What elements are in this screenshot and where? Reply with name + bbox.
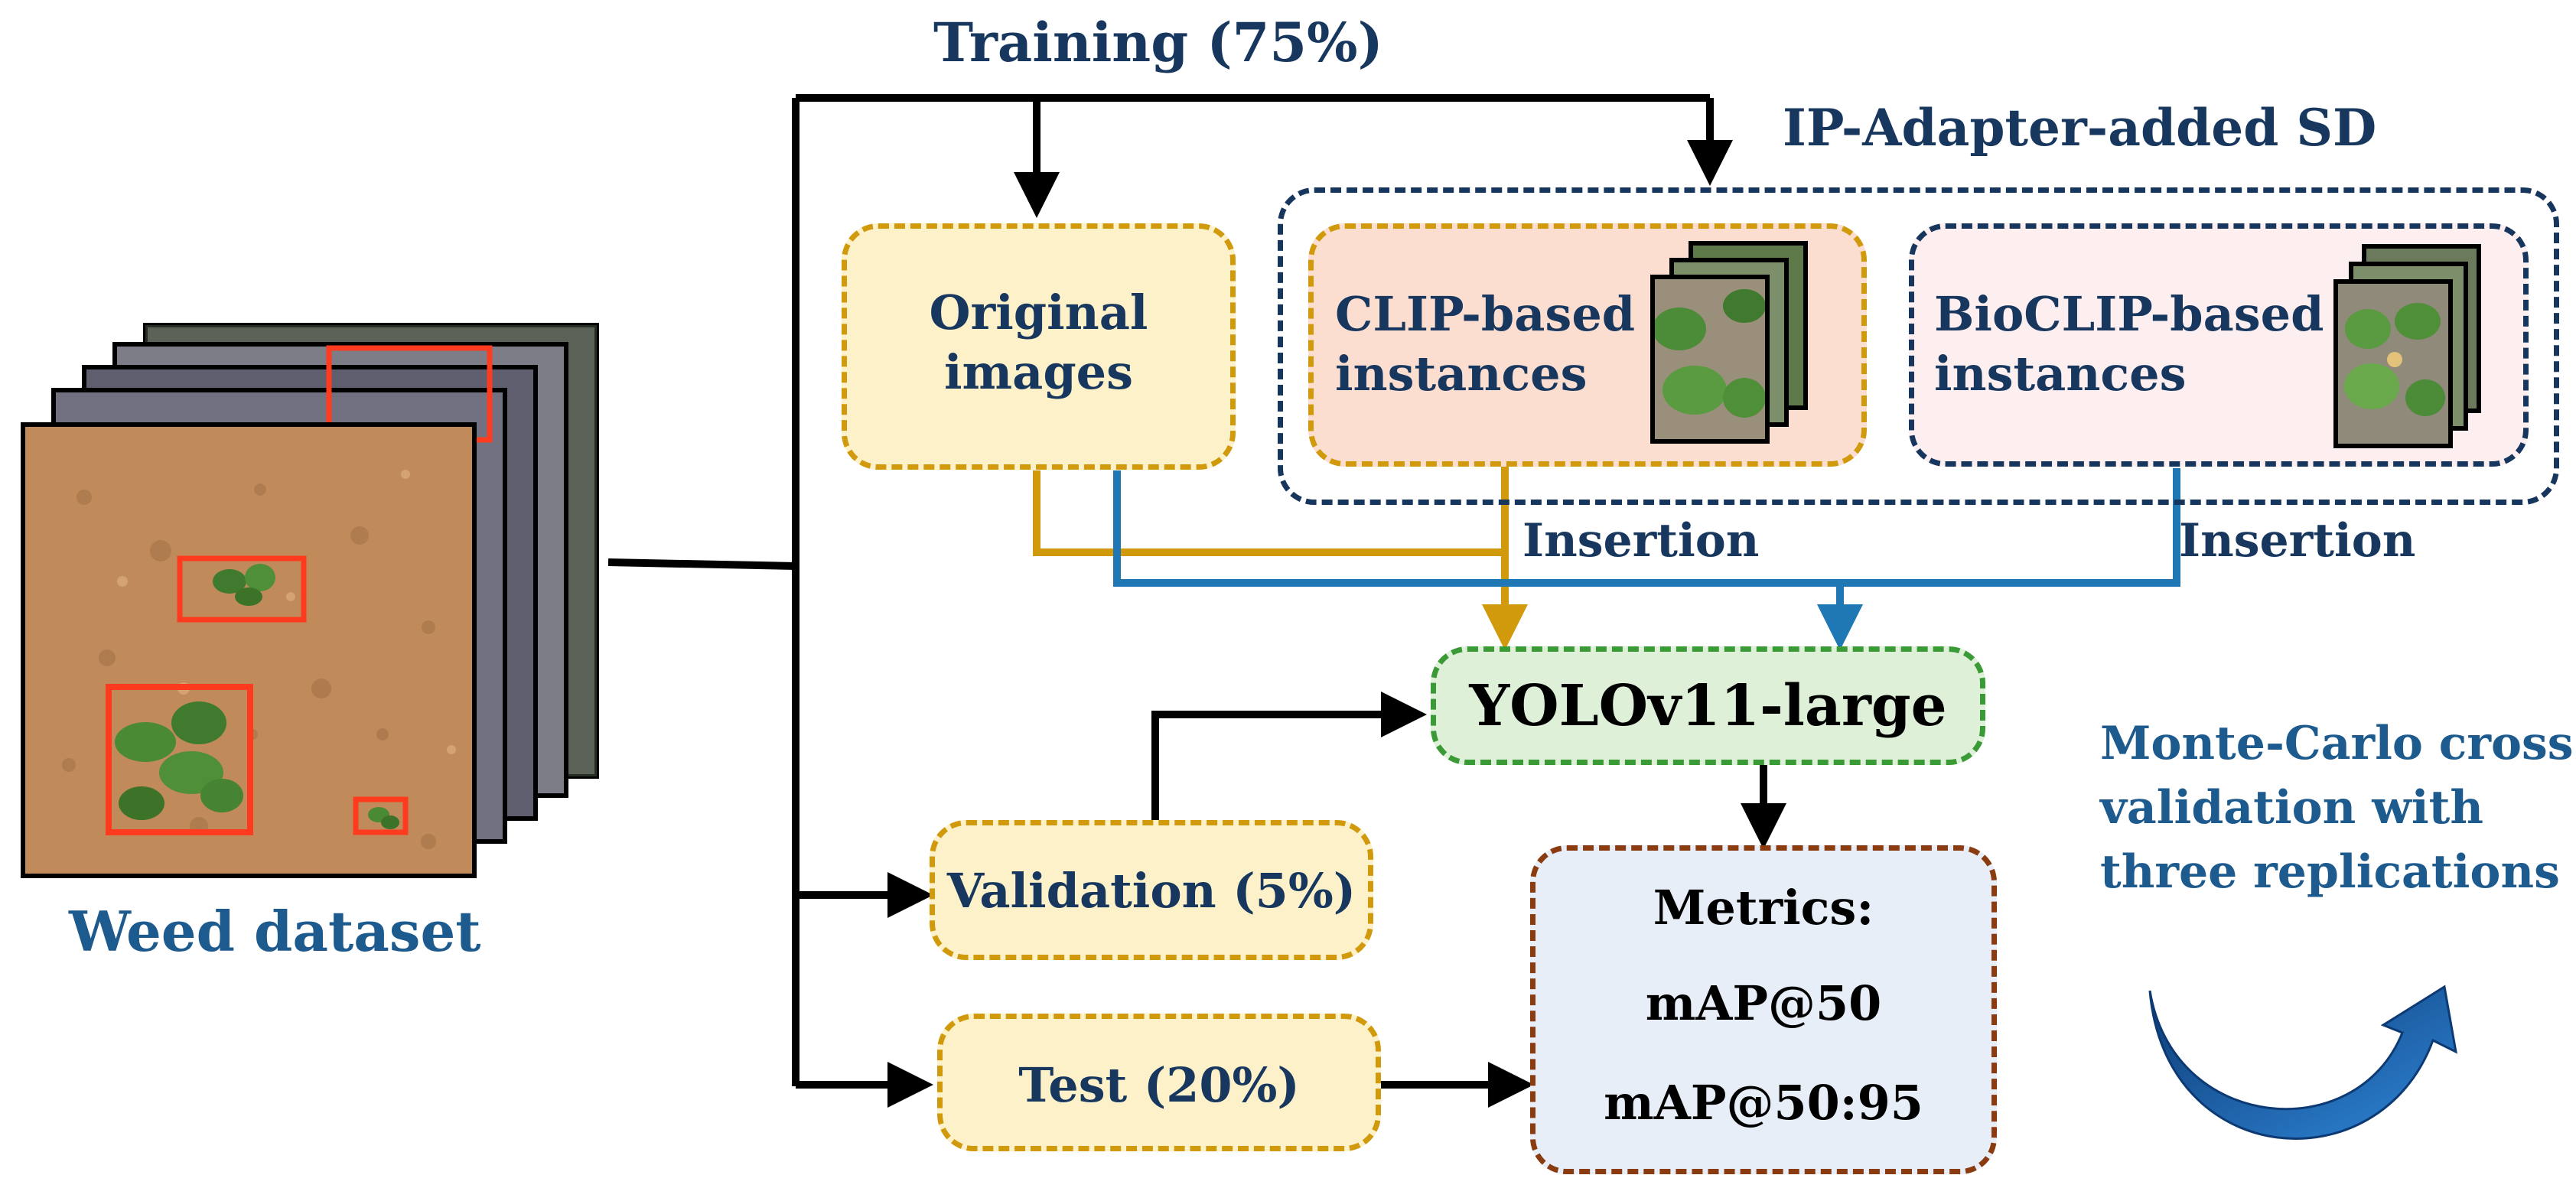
metric-map50: mAP@50 [1645, 975, 1882, 1031]
original-images-label: Original images [929, 285, 1148, 400]
weed-plant [213, 564, 275, 606]
insertion-label-clip: Insertion [1522, 514, 1760, 568]
insertion-gold-lines [1033, 467, 1528, 650]
metric-map50-95: mAP@50:95 [1604, 1075, 1923, 1131]
bioclip-instances-label: BioCLIP-based instances [1934, 286, 2324, 402]
test-box [937, 1014, 1381, 1151]
weed-dataset-image-stack [21, 323, 599, 878]
training-label: Training (75%) [933, 11, 1383, 74]
monte-carlo-cycle-arrow [2148, 985, 2457, 1140]
insertion-blue-lines [1113, 468, 2180, 650]
test-label: Test (20%) [1018, 1057, 1300, 1113]
yolo-label: YOLOv11-large [1469, 673, 1947, 739]
validation-label: Validation (5%) [946, 863, 1356, 919]
yolo-box [1431, 646, 1985, 765]
weed-plant [368, 807, 399, 829]
ip-adapter-group-box [1278, 187, 2559, 505]
weed-dataset-label: Weed dataset [69, 899, 481, 964]
metrics-box [1530, 845, 1997, 1174]
original-images-box [842, 223, 1236, 470]
clip-instances-label: CLIP-based instances [1335, 286, 1636, 402]
ip-adapter-label: IP-Adapter-added SD [1783, 98, 2377, 158]
monte-carlo-label: Monte-Carlo cross validation with three … [2100, 717, 2574, 899]
insertion-label-bioclip: Insertion [2179, 514, 2416, 568]
flow-connectors [607, 94, 1786, 1108]
metrics-title: Metrics: [1653, 880, 1874, 936]
weed-plant [115, 701, 243, 820]
validation-box [930, 820, 1373, 960]
